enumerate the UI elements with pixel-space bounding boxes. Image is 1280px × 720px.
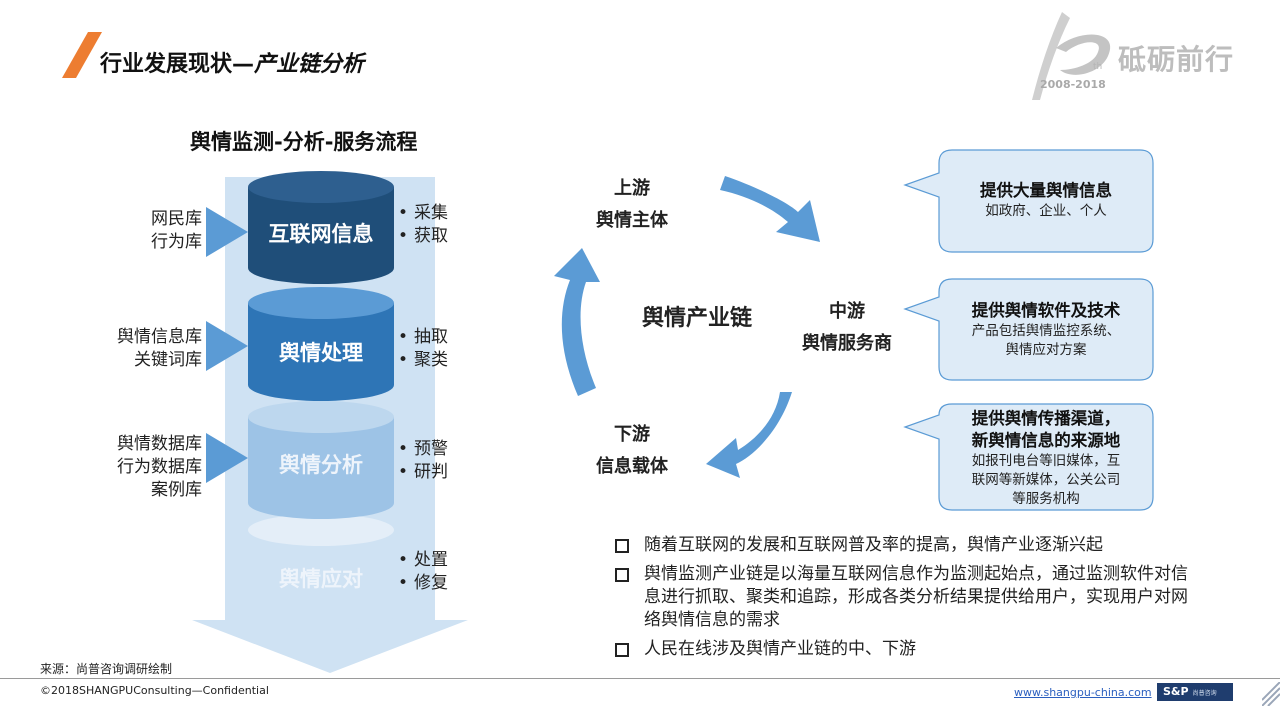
- stage-label-4: 舆情应对: [279, 567, 363, 591]
- stage-label-1: 互联网信息: [268, 222, 374, 246]
- input-arrow-3: [206, 433, 248, 483]
- copyright-text: ©2018SHANGPUConsulting—Confidential: [40, 684, 269, 697]
- stage-3-outputs: 预警研判: [398, 438, 448, 484]
- bullet-square-icon: [615, 643, 629, 657]
- cycle-arrow-left: [554, 248, 600, 396]
- cycle-arrow-right: [706, 392, 792, 478]
- stage-3-inputs: 舆情数据库行为数据库案例库: [117, 434, 202, 500]
- page-title: 行业发展现状—产业链分析: [100, 52, 365, 77]
- cylinder-stage-3: [248, 401, 394, 519]
- input-arrow-1: [206, 207, 248, 257]
- bullet-square-icon: [615, 568, 629, 582]
- node-upstream: 上游舆情主体: [596, 178, 668, 231]
- footer-divider: [0, 678, 1280, 679]
- stage-2-inputs: 舆情信息库关键词库: [117, 327, 202, 370]
- corner-stripes-decoration: [1262, 682, 1280, 706]
- stage-4-outputs: 处置修复: [398, 549, 448, 595]
- logo-years: 2008-2018: [1040, 78, 1106, 91]
- industry-chain-cycle: [554, 176, 820, 478]
- bullet-square-icon: [615, 539, 629, 553]
- source-note: 来源：尚普咨询调研绘制: [40, 662, 173, 676]
- bullet-item-1: 随着互联网的发展和互联网普及率的提高，舆情产业逐渐兴起: [612, 534, 1192, 557]
- flow-title: 舆情监测-分析-服务流程: [190, 130, 418, 154]
- summary-bullets: 随着互联网的发展和互联网普及率的提高，舆情产业逐渐兴起 舆情监测产业链是以海量互…: [612, 534, 1192, 667]
- bullet-item-3: 人民在线涉及舆情产业链的中、下游: [612, 638, 1192, 661]
- logo-slogan: 砥砺前行: [1118, 43, 1235, 76]
- chain-center-label: 舆情产业链: [642, 306, 753, 331]
- stage-1-inputs: 网民库行为库: [151, 209, 202, 252]
- cycle-arrow-top: [720, 176, 820, 242]
- node-downstream: 下游信息载体: [596, 424, 668, 477]
- callout-2-text: 提供舆情软件及技术 产品包括舆情监控系统、 舆情应对方案: [971, 301, 1121, 358]
- stage-1-outputs: 采集获取: [398, 202, 448, 248]
- cylinder-stage-2: [248, 287, 394, 401]
- callout-bubbles: [903, 149, 1154, 511]
- cylinder-stage-4: [248, 514, 394, 631]
- callout-1-text: 提供大量舆情信息 如政府、企业、个人: [980, 181, 1112, 219]
- stage-label-2: 舆情处理: [279, 341, 363, 365]
- callout-3-text: 提供舆情传播渠道， 新舆情信息的来源地 如报刊电台等旧媒体，互 联网等新媒体，公…: [971, 409, 1121, 507]
- anniversary-logo: [1032, 12, 1111, 100]
- bullet-item-2: 舆情监测产业链是以海量互联网信息作为监测起始点，通过监测软件对信息进行抓取、聚类…: [612, 563, 1192, 632]
- stage-label-3: 舆情分析: [279, 453, 363, 477]
- callout-bubble-1: [903, 149, 1154, 253]
- cylinder-stage-1: [248, 171, 394, 284]
- node-midstream: 中游舆情服务商: [802, 301, 892, 354]
- website-link[interactable]: www.shangpu-china.com: [1014, 686, 1152, 699]
- callout-bubble-3: [903, 403, 1154, 511]
- callout-bubble-2: [903, 278, 1154, 381]
- input-arrow-2: [206, 321, 248, 371]
- logo-th: th: [1093, 62, 1103, 72]
- stage-2-outputs: 抽取聚类: [398, 326, 448, 372]
- title-accent-slash: [62, 32, 102, 78]
